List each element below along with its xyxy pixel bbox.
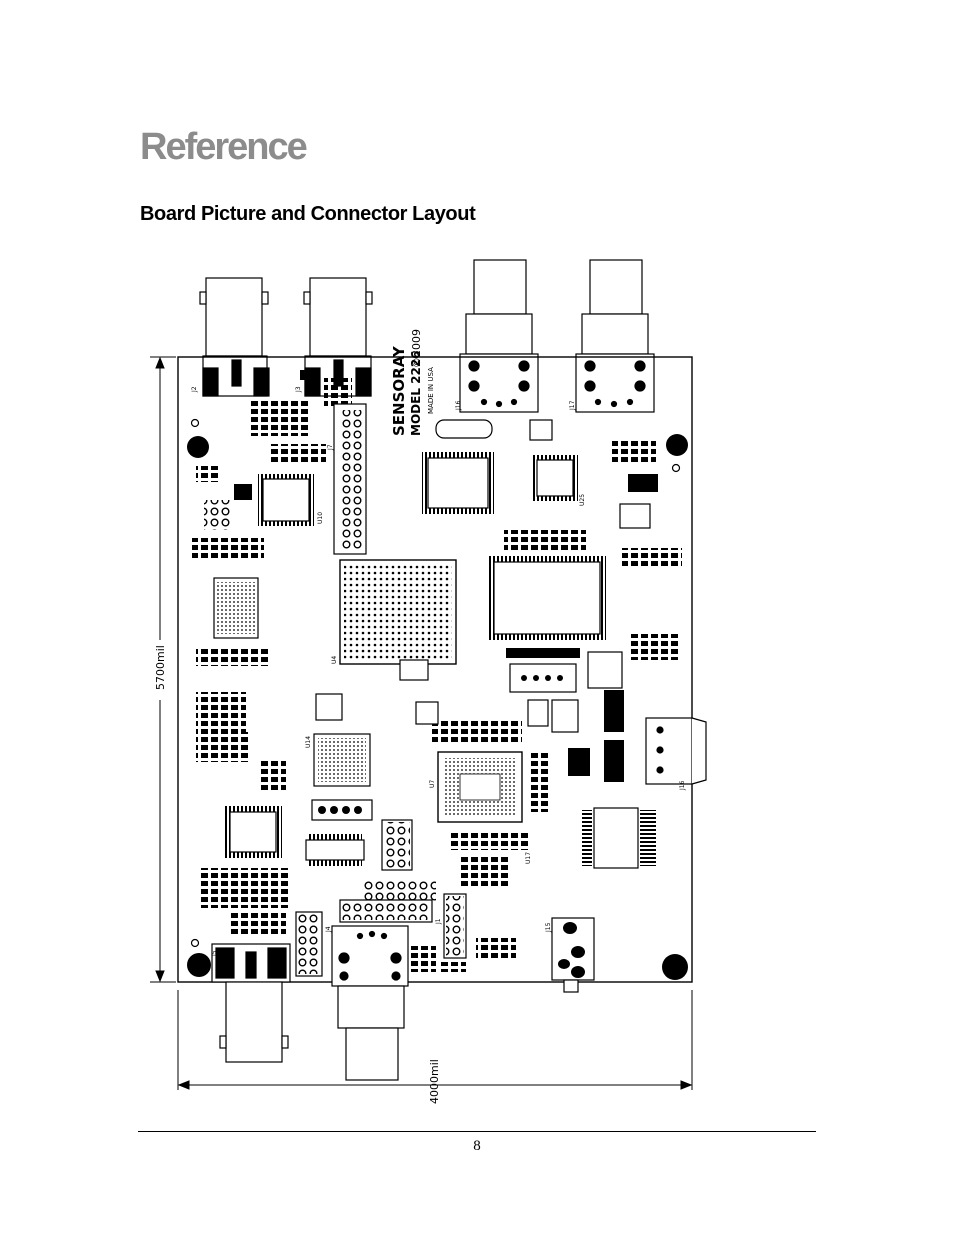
- chip-qfp-top: [422, 452, 494, 514]
- label-right-connector: J16: [679, 780, 686, 791]
- chip-codec-bga: [437, 751, 523, 823]
- label-audio-jack: J15: [545, 922, 552, 933]
- label-codec: U7: [429, 780, 436, 788]
- label-bga-right: U17: [525, 852, 532, 864]
- label-bottom-mid-rca: J4: [325, 926, 332, 933]
- label-top-right-rca-2: J17: [569, 400, 576, 411]
- chip-dip: [305, 834, 365, 866]
- chip-qfp-left: [258, 474, 314, 526]
- chip-memory-left: [213, 577, 259, 639]
- bottom-left-bnc-connector: [211, 943, 291, 1063]
- footer-rule: [138, 1131, 816, 1132]
- right-side-connector: [645, 717, 707, 785]
- height-dimension: [150, 356, 176, 983]
- bottom-mid-rca-connector: [331, 925, 409, 1081]
- label-bottom-left-bnc: J5: [211, 950, 218, 957]
- mounting-holes: [187, 418, 688, 980]
- page-number: 8: [473, 1138, 481, 1154]
- label-ddr-bga: U14: [305, 736, 312, 748]
- audio-jack-connector: [551, 917, 595, 993]
- height-dimension-label: 5700mil: [154, 645, 167, 690]
- chip-main-fpga: [339, 559, 457, 665]
- top-left-bnc-connector: [199, 277, 270, 397]
- label-main-fpga: U4: [331, 656, 338, 664]
- chip-qfp-bottom-left: [224, 806, 282, 858]
- label-top-right-rca-1: J16: [455, 400, 462, 411]
- board-outline: [177, 356, 693, 983]
- label-qfp-right: U25: [579, 494, 586, 506]
- top-right-rca-connector-1: [459, 259, 539, 413]
- chip-ddr-bga: [313, 733, 371, 787]
- component-labels: J2 J3 J16 J17 J5 J4 J16 J15 J1 J7 U4 U14…: [191, 386, 686, 957]
- label-qfp-top: U10: [317, 512, 324, 524]
- page-title: Reference: [140, 126, 308, 168]
- label-top-left-bnc: J2: [191, 386, 198, 393]
- width-dimension: [177, 990, 693, 1090]
- chip-qfp-right: [532, 455, 578, 501]
- label-header-j7: J7: [327, 444, 334, 451]
- label-top-mid-bnc: J3: [295, 386, 302, 393]
- silkscreen-text: SENSORAY MODEL 2226 ©2009 MADE IN USA: [390, 329, 435, 436]
- brand-silkscreen: SENSORAY: [390, 345, 408, 436]
- chip-qfp-large: [488, 556, 606, 640]
- header-pins: [295, 403, 467, 977]
- origin-silkscreen: MADE IN USA: [427, 367, 435, 414]
- model-silkscreen: MODEL 2226: [409, 350, 423, 436]
- label-header-j1: J1: [435, 918, 442, 925]
- top-mid-bnc-connector: [303, 277, 373, 397]
- top-right-rca-connector-2: [575, 259, 655, 413]
- width-dimension-label: 4000mil: [428, 1059, 441, 1104]
- power-components: [234, 370, 658, 869]
- copyright-silkscreen: ©2009: [410, 329, 423, 368]
- section-heading: Board Picture and Connector Layout: [140, 203, 476, 225]
